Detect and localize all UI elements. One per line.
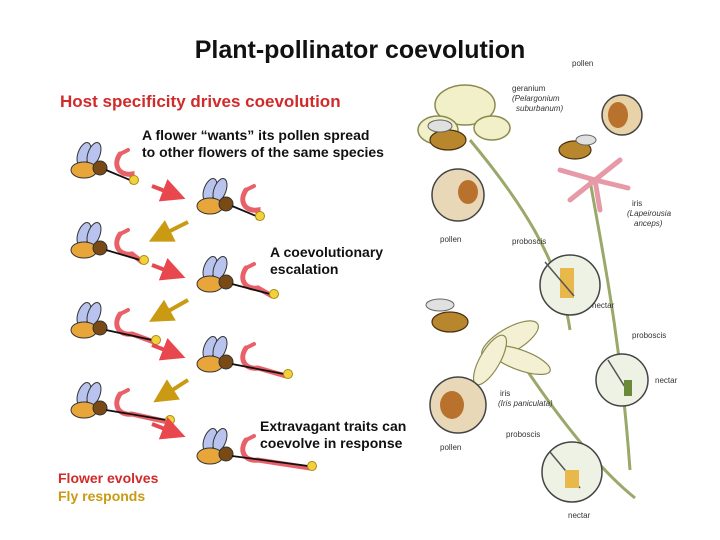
fly-icon: [70, 302, 161, 345]
fly-flower-pair: [196, 256, 279, 299]
fly-flower-pair: [196, 178, 265, 221]
fly-icon: [196, 336, 293, 379]
flower-tube-icon: [114, 388, 171, 425]
note-line: Extravagant traits can: [260, 418, 407, 434]
proboscis-closeup-icon: [541, 441, 603, 503]
flower-tube-icon: [240, 262, 275, 299]
flower-tube-icon: [240, 184, 261, 221]
note-line: coevolve in response: [260, 435, 403, 451]
label-proboscis: proboscis: [506, 430, 540, 439]
flower-arrow-icon: [151, 179, 186, 440]
fly-icon: [70, 142, 139, 185]
note-line: to other flowers of the same species: [142, 144, 384, 160]
label-geranium-scientific: suburbanum): [516, 104, 563, 113]
legend-flower-evolves: Flower evolves: [58, 470, 159, 486]
fly-icon: [196, 256, 279, 299]
fly-icon: [70, 382, 175, 425]
label-iris-scientific: (Iris paniculata): [498, 399, 553, 408]
pollen-closeup-icon: [429, 376, 487, 434]
label-pollen: pollen: [440, 443, 461, 452]
fly-flower-pair: [196, 428, 317, 471]
label-geranium: geranium: [512, 84, 546, 93]
fly-icon: [196, 178, 265, 221]
label-nectar: nectar: [568, 511, 591, 520]
diagram-subtitle: Host specificity drives coevolution: [60, 92, 341, 111]
label-iris-scientific: (Lapeirousia: [627, 209, 672, 218]
label-iris: iris: [500, 389, 510, 398]
note-line: escalation: [270, 261, 339, 277]
iris-flower-icon: [557, 157, 631, 213]
fly-arrow-icon: [148, 220, 190, 403]
fly-flower-pair: [70, 142, 139, 185]
fly-flower-pair: [70, 382, 175, 425]
bee-icon: [427, 119, 467, 151]
proboscis-closeup-icon: [595, 353, 649, 407]
flower-tube-icon: [240, 342, 289, 379]
fly-flower-pair: [196, 336, 293, 379]
label-pollen: pollen: [572, 59, 593, 68]
label-nectar: nectar: [655, 376, 678, 385]
note-pollen-spread: A flower “wants” its pollen spread to ot…: [142, 127, 384, 161]
flower-tube-icon: [114, 148, 135, 185]
note-extravagant-traits: Extravagant traits can coevolve in respo…: [260, 418, 406, 452]
label-proboscis: proboscis: [632, 331, 666, 340]
fly-icon: [196, 428, 317, 471]
flower-tube-icon: [240, 434, 313, 471]
fly-flower-pair: [70, 222, 149, 265]
pollinator-illustration: pollen geranium (Pelargonium suburbanum)…: [417, 59, 678, 520]
proboscis-closeup-icon: [539, 254, 601, 316]
label-geranium-scientific: (Pelargonium: [512, 94, 560, 103]
flower-tube-icon: [114, 228, 145, 265]
label-pollen: pollen: [440, 235, 461, 244]
note-escalation: A coevolutionary escalation: [270, 244, 383, 278]
label-iris: iris: [632, 199, 642, 208]
label-nectar: nectar: [592, 301, 615, 310]
bee-icon: [425, 298, 469, 333]
page-title: Plant-pollinator coevolution: [194, 36, 526, 64]
fly-flower-pair: [70, 302, 161, 345]
bee-icon: [558, 134, 597, 160]
note-line: A coevolutionary: [270, 244, 384, 260]
iris-flower-icon: [472, 320, 551, 386]
legend-fly-responds: Fly responds: [58, 488, 146, 504]
pollen-closeup-icon: [431, 168, 485, 222]
note-line: A flower “wants” its pollen spread: [142, 127, 370, 143]
label-iris-scientific: anceps): [634, 219, 663, 228]
flower-tube-icon: [114, 308, 157, 345]
label-proboscis: proboscis: [512, 237, 546, 246]
pollen-closeup-icon: [601, 94, 643, 136]
fly-icon: [70, 222, 149, 265]
